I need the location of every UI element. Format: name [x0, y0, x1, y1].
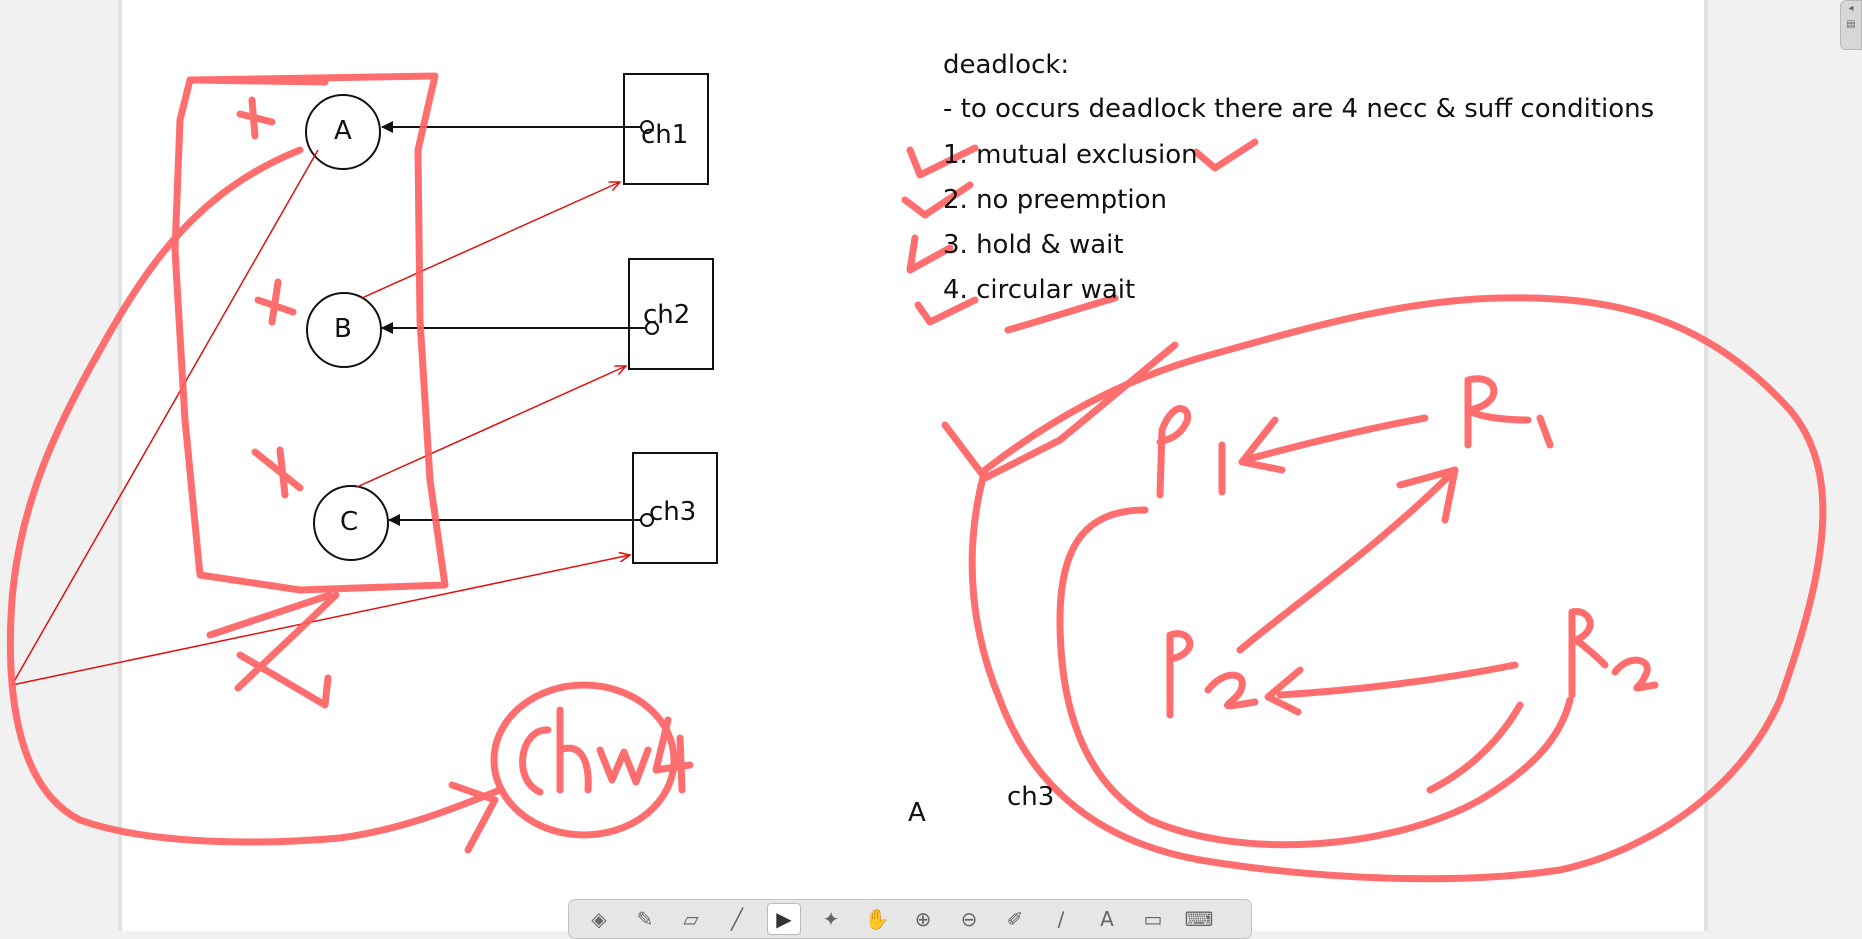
drawing-toolbar: ◈ ✎ ▱ ╱ ▶ ✦ ✋ ⊕ ⊖ ✐ ∕ A ▭ ⌨	[568, 899, 1252, 939]
arrow-r1-to-p1-head	[1238, 416, 1286, 474]
cross-mark-b	[254, 278, 297, 326]
node-a-circle	[305, 94, 381, 170]
arrow-p2-to-r1-head	[1396, 466, 1459, 524]
pen-icon[interactable]: ✎	[636, 907, 654, 931]
box-label-ch1: ch1	[641, 120, 689, 150]
line-icon[interactable]: ∕	[1057, 907, 1065, 931]
ch3-port	[640, 513, 654, 527]
arrow-p2-to-r1	[1236, 466, 1459, 654]
request-edges	[11, 149, 630, 686]
marker-icon[interactable]: ✐	[1006, 907, 1024, 931]
handwriting-p2	[1166, 630, 1259, 719]
check-mark-2	[901, 181, 974, 219]
laser-icon[interactable]: ✦	[822, 907, 840, 931]
pointer-icon[interactable]: ▶	[767, 903, 801, 935]
page-edge-right	[1704, 0, 1708, 931]
zoom-in-icon[interactable]: ⊕	[914, 907, 932, 931]
cross-mark-bottom	[206, 591, 340, 709]
ch4-circle	[490, 681, 678, 839]
whiteboard-icon[interactable]: ◈	[591, 907, 607, 931]
node-label-c: C	[340, 507, 359, 537]
cycle-outer-loop	[968, 294, 1827, 883]
check-mark-1b	[1192, 138, 1259, 172]
bottom-label-a: A	[908, 798, 926, 828]
edge-a-to-left	[11, 149, 319, 686]
text-icon[interactable]: A	[1100, 907, 1114, 931]
bottom-label-ch3: ch3	[1007, 782, 1055, 812]
notes-line1: - to occurs deadlock there are 4 necc & …	[943, 94, 1655, 124]
edge-left-to-ch3	[11, 555, 630, 686]
page-edge-left	[118, 0, 122, 931]
rectangle-icon[interactable]: ▭	[1143, 907, 1163, 931]
hand-icon[interactable]: ✋	[864, 907, 890, 931]
edge-c-to-ch2	[356, 366, 626, 488]
keyboard-icon[interactable]: ⌨	[1184, 907, 1214, 931]
arrow-p1-to-r2	[1426, 701, 1524, 794]
check-mark-4	[914, 296, 979, 326]
edge-b-to-ch1	[361, 182, 620, 299]
handwriting-r1	[1464, 375, 1554, 449]
condition-hold-wait: 3. hold & wait	[943, 230, 1124, 260]
cross-mark-c	[251, 446, 304, 499]
loop-arrowhead	[448, 781, 499, 854]
handwriting-p1	[1156, 405, 1226, 499]
box-label-ch3: ch3	[649, 497, 697, 527]
condition-no-preemption: 2. no preemption	[943, 185, 1167, 215]
loop-a-to-ch4	[6, 146, 504, 846]
check-mark-1	[906, 144, 979, 179]
ch4-handwriting	[519, 706, 694, 796]
cycle-inner-loop	[1056, 506, 1574, 849]
notes-title: deadlock:	[943, 50, 1070, 80]
ch1-port	[640, 120, 654, 134]
arrow-r1-to-p1	[1241, 414, 1429, 464]
handwriting-r2	[1568, 608, 1659, 699]
side-panel-tab[interactable]: ◂▤	[1840, 0, 1862, 50]
box-ch3	[632, 452, 718, 564]
arrow-r2-to-p2	[1276, 661, 1519, 699]
rectangle-top-stroke	[188, 76, 329, 86]
node-label-a: A	[334, 116, 352, 146]
condition-mutual-exclusion: 1. mutual exclusion	[943, 140, 1198, 170]
enclosing-rectangle	[171, 72, 449, 594]
box-label-ch2: ch2	[643, 300, 691, 330]
freehand-annotations	[6, 72, 1827, 883]
zoom-out-icon[interactable]: ⊖	[960, 907, 978, 931]
eraser-icon[interactable]: ▱	[683, 907, 699, 931]
cross-mark-a	[236, 96, 276, 140]
cycle-arrowhead-top	[941, 341, 1179, 482]
underline-circular-wait	[1004, 294, 1119, 334]
highlighter-icon[interactable]: ╱	[730, 907, 744, 931]
box-ch1	[623, 73, 709, 185]
ch2-port	[645, 321, 659, 335]
box-ch2	[628, 258, 714, 370]
condition-circular-wait: 4. circular wait	[943, 275, 1136, 305]
arrow-r2-to-p2-head	[1264, 666, 1304, 716]
check-mark-3	[906, 234, 954, 274]
node-label-b: B	[334, 314, 352, 344]
